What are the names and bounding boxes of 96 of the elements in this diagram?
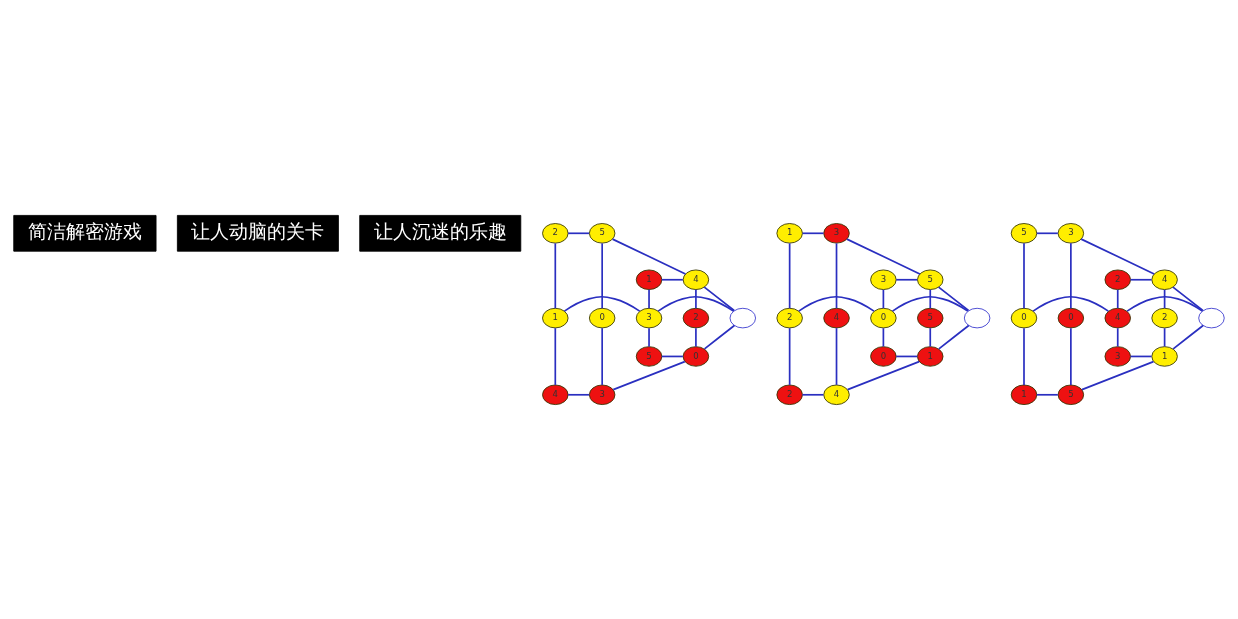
- connector: [788, 326, 791, 386]
- connector: [563, 295, 641, 312]
- connector: [661, 278, 684, 281]
- connector: [801, 231, 825, 234]
- connector: [567, 393, 590, 396]
- node-ellipse: 5: [588, 222, 616, 244]
- connector: [1080, 237, 1155, 275]
- connector: [1116, 288, 1119, 309]
- node-ellipse: 5: [917, 307, 944, 328]
- connector: [929, 288, 932, 309]
- connector: [1081, 360, 1155, 390]
- connector: [1163, 288, 1166, 309]
- connector: [703, 285, 735, 311]
- node-ellipse: 5: [1010, 222, 1038, 244]
- connector: [601, 326, 603, 386]
- node-circle: [963, 307, 991, 328]
- connector: [1129, 355, 1153, 357]
- node-ellipse: 4: [542, 384, 569, 405]
- connector: [937, 285, 970, 311]
- connector: [612, 360, 686, 390]
- node-ellipse: 2: [776, 307, 803, 328]
- node-ellipse: 0: [588, 307, 616, 328]
- node-ellipse: 0: [682, 345, 710, 367]
- node-ellipse: 5: [1057, 384, 1085, 405]
- connector: [648, 288, 650, 309]
- node-ellipse: 1: [776, 222, 803, 244]
- connector: [554, 242, 557, 309]
- node-ellipse: 2: [1104, 269, 1131, 290]
- connector: [1172, 324, 1204, 350]
- connector: [846, 237, 921, 275]
- node-box: 让人沉迷的乐趣: [359, 214, 522, 252]
- connector: [1163, 326, 1166, 347]
- node-ellipse: 0: [870, 307, 897, 328]
- node-box: 简洁解密游戏: [13, 214, 157, 252]
- connector: [601, 242, 603, 309]
- connector: [1116, 326, 1119, 347]
- node-ellipse: 4: [823, 307, 850, 328]
- connector: [1035, 231, 1059, 234]
- connector: [929, 326, 932, 347]
- connector: [1070, 326, 1072, 386]
- node-ellipse: 5: [635, 345, 663, 367]
- connector: [657, 295, 735, 312]
- connector: [567, 231, 590, 234]
- node-ellipse: 2: [542, 222, 569, 244]
- connector: [1032, 295, 1110, 312]
- connector: [801, 393, 825, 396]
- node-ellipse: 1: [917, 345, 944, 367]
- connector: [895, 355, 919, 357]
- node-ellipse: 1: [542, 307, 569, 328]
- connector: [797, 295, 875, 312]
- node-ellipse: 2: [682, 307, 710, 328]
- connector: [891, 295, 969, 312]
- node-ellipse: 0: [1057, 307, 1085, 328]
- node-ellipse: 0: [1010, 307, 1038, 328]
- connector: [1070, 242, 1072, 309]
- node-ellipse: 4: [823, 384, 850, 405]
- connector: [846, 360, 920, 390]
- node-ellipse: 3: [635, 307, 663, 328]
- node-ellipse: 3: [588, 384, 616, 405]
- connector: [1126, 295, 1204, 312]
- node-ellipse: 3: [823, 222, 850, 244]
- connector: [1035, 393, 1059, 396]
- node-circle: [729, 307, 756, 328]
- connector: [895, 278, 919, 281]
- connector: [661, 355, 684, 357]
- connector: [882, 326, 885, 347]
- node-ellipse: 3: [1104, 345, 1131, 367]
- connector: [703, 324, 736, 350]
- connector: [882, 288, 885, 309]
- node-ellipse: 1: [1010, 384, 1038, 405]
- connector: [611, 237, 687, 275]
- connector: [835, 326, 838, 386]
- connector: [1129, 278, 1153, 281]
- node-ellipse: 2: [776, 384, 803, 405]
- node-ellipse: 4: [1151, 269, 1178, 290]
- node-ellipse: 4: [1104, 307, 1131, 328]
- connector: [554, 326, 557, 386]
- connector: [648, 326, 650, 347]
- node-ellipse: 2: [1151, 307, 1178, 328]
- node-ellipse: 1: [635, 269, 663, 290]
- connector: [938, 324, 970, 350]
- node-box: 让人动脑的关卡: [176, 214, 339, 252]
- node-ellipse: 5: [917, 269, 944, 290]
- connector: [1023, 242, 1025, 309]
- connector: [1172, 285, 1204, 311]
- node-ellipse: 0: [870, 345, 897, 367]
- node-circle: [1198, 307, 1225, 328]
- node-ellipse: 4: [682, 269, 710, 290]
- connector: [1023, 326, 1025, 386]
- connector: [835, 242, 838, 309]
- connector: [695, 326, 697, 347]
- connector: [788, 242, 791, 309]
- node-ellipse: 3: [870, 269, 897, 290]
- node-ellipse: 1: [1151, 345, 1178, 367]
- connector: [695, 288, 697, 309]
- node-ellipse: 3: [1057, 222, 1085, 244]
